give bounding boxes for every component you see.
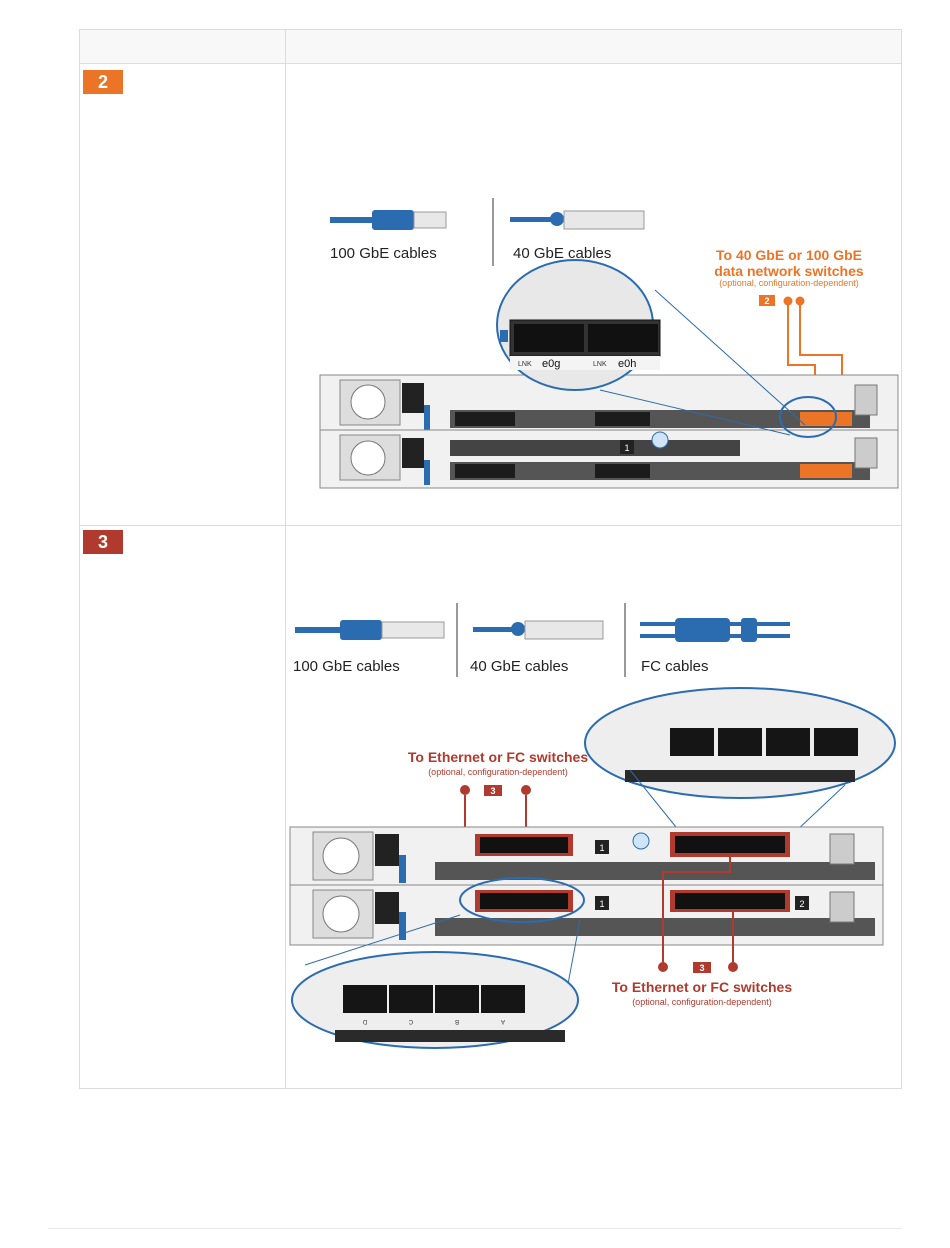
40gbe-cable-icon [473,620,604,640]
callout-bottom-marker [693,962,711,973]
step-3-badge: 3 [83,530,123,554]
callout-line-3: (optional, configuration-dependent) [719,278,859,288]
node-number: 1 [624,443,629,453]
port-lnk-label-1: LNK [518,361,532,368]
callout-bottom-line-1: To Ethernet or FC switches [612,979,792,995]
callout-marker [759,295,775,306]
column-divider [285,30,286,1088]
footer-rule [48,1228,902,1229]
100gbe-cable-icon [330,210,447,230]
callout-line-1: To 40 GbE or 100 GbE [716,247,862,263]
zoom-line [794,784,846,833]
cable-label-40gbe: 40 GbE cables [513,245,611,262]
callout-top-line-2: (optional, configuration-dependent) [428,767,568,777]
callout-line-2: data network switches [714,263,864,279]
controller-chassis-bottom [289,884,884,946]
node-number-top: 1 [599,843,604,853]
cable-end-dot [521,785,531,795]
cable-end-dot-2 [795,296,805,306]
zoom-line-2 [599,389,791,436]
zoom-magnifier [496,259,661,391]
controller-chassis-top [289,826,884,886]
cable-end-dot-1 [783,296,793,306]
step-2-diagram: 100 GbE cables 40 GbE cables To 40 GbE o… [319,198,899,489]
row-divider-step2 [80,525,901,526]
node-number-2: 2 [799,899,804,909]
callout-bottom-marker-text: 3 [699,963,704,973]
zoom-magnifier-top [584,687,896,799]
cable-label-100gbe: 100 GbE cables [293,658,400,675]
callout-marker-text: 2 [764,296,769,306]
cable-end-dot [658,962,668,972]
40gbe-cable-icon [510,210,645,230]
cable-end-dot [460,785,470,795]
callout-top-marker [484,785,502,796]
callout-top-line-1: To Ethernet or FC switches [408,749,588,765]
fc-cable-icon [640,618,790,642]
zoom-port-letter-c: C [408,1018,413,1024]
instructions-table: 2 3 [79,29,902,1089]
cable-label-40gbe: 40 GbE cables [470,658,568,675]
zoom-line-1 [654,289,806,426]
cable-end-dot [728,962,738,972]
zoom-line [629,769,681,833]
port-label-e0g: e0g [542,358,560,370]
step-2-badge: 2 [83,70,123,94]
zoom-line [304,914,461,966]
controller-chassis-bottom [319,429,899,489]
row-divider-header [80,63,901,64]
cable-label-100gbe: 100 GbE cables [330,245,437,262]
zoom-port-letter-b: B [455,1018,459,1024]
callout-top-marker-text: 3 [490,786,495,796]
step-3-diagram: 100 GbE cables 40 GbE cables FC cables T… [289,603,896,1049]
callout-bottom-line-2: (optional, configuration-dependent) [632,997,772,1007]
zoom-target-ellipse [779,396,837,438]
zoom-port-letter-d: D [362,1018,367,1024]
port-lnk-label-2: LNK [593,361,607,368]
node-number-bottom: 1 [599,899,604,909]
zoom-magnifier-bottom [291,951,579,1049]
100gbe-cable-icon [295,620,445,640]
cable-label-fc: FC cables [641,658,709,675]
zoom-target-ellipse-bottom [459,877,585,923]
red-cable-bottom-1 [662,855,731,965]
port-label-e0h: e0h [618,358,636,370]
zoom-port-letter-a: A [501,1018,505,1024]
table-header-row [80,30,901,63]
